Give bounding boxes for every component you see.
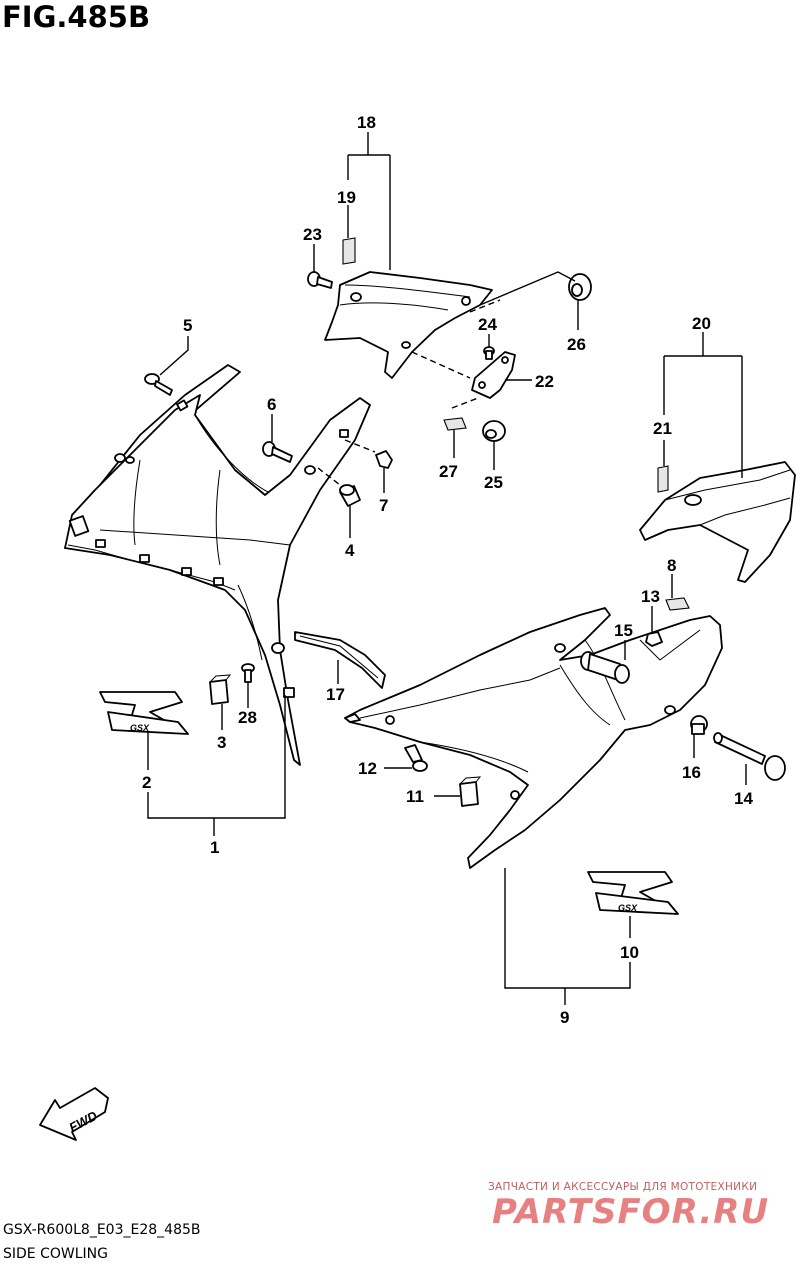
part-number-17[interactable]: 17 <box>326 685 345 704</box>
fwd-direction-arrow: FWD <box>39 1087 109 1141</box>
part-number-24[interactable]: 24 <box>478 315 497 334</box>
screw-6-drawing[interactable] <box>262 441 293 463</box>
screw-24-drawing[interactable] <box>483 346 495 360</box>
emblem-text-right: GSX <box>618 903 638 913</box>
leader-dashed-25 <box>451 397 479 409</box>
nut-13-drawing[interactable] <box>645 631 663 647</box>
leader-lines <box>147 132 747 1005</box>
side-cowling-lower-9-drawing[interactable] <box>344 607 723 869</box>
grommet-25-drawing[interactable] <box>482 420 506 442</box>
figure-name: SIDE COWLING <box>3 1246 108 1262</box>
spacer-15-drawing[interactable] <box>580 651 630 684</box>
part-number-18[interactable]: 18 <box>357 113 376 132</box>
part-number-5[interactable]: 5 <box>183 316 192 335</box>
watermark-brand: PARTSFOR.RU <box>492 1192 770 1232</box>
part-number-3[interactable]: 3 <box>217 733 226 752</box>
cover-20-drawing[interactable] <box>639 461 796 583</box>
part-number-28[interactable]: 28 <box>238 708 257 727</box>
part-number-12[interactable]: 12 <box>358 759 377 778</box>
clip-3-drawing[interactable] <box>209 674 232 705</box>
part-number-10[interactable]: 10 <box>620 943 639 962</box>
part-number-21[interactable]: 21 <box>653 419 672 438</box>
screw-5-drawing[interactable] <box>144 373 173 396</box>
part-number-4[interactable]: 4 <box>345 541 355 560</box>
leader-dashed-7 <box>344 439 376 453</box>
gsxr-emblem-left[interactable]: GSX <box>99 691 189 735</box>
emblem-text-left: GSX <box>130 723 150 733</box>
part-number-20[interactable]: 20 <box>692 314 711 333</box>
screw-12-drawing[interactable] <box>404 744 428 772</box>
figure-code: GSX-R600L8_E03_E28_485B <box>3 1222 201 1238</box>
leader-dashed-26 <box>469 299 501 313</box>
inner-panel-18-drawing[interactable] <box>324 271 493 379</box>
label-19-drawing[interactable] <box>342 237 356 265</box>
part-number-6[interactable]: 6 <box>267 395 276 414</box>
inner-trim-17-drawing[interactable] <box>294 631 386 689</box>
part-number-11[interactable]: 11 <box>406 787 424 806</box>
figure-title: FIG.485B <box>2 0 151 34</box>
clip-11-drawing[interactable] <box>459 776 482 807</box>
leader-dashed-4 <box>317 467 341 486</box>
part-number-27[interactable]: 27 <box>439 462 458 481</box>
watermark-subtitle: ЗАПЧАСТИ И АКСЕССУАРЫ ДЛЯ МОТОТЕХНИКИ <box>488 1181 758 1193</box>
part-number-labels: 1 2 3 4 5 6 7 8 9 10 11 12 13 14 15 16 1… <box>142 113 753 1027</box>
grommet-16-drawing[interactable] <box>690 715 708 735</box>
grommet-4-drawing[interactable] <box>339 484 361 507</box>
screw-28-drawing[interactable] <box>241 663 255 683</box>
label-27-drawing[interactable] <box>443 417 467 431</box>
part-number-16[interactable]: 16 <box>682 763 701 782</box>
part-number-2[interactable]: 2 <box>142 773 151 792</box>
part-number-15[interactable]: 15 <box>614 621 633 640</box>
part-number-23[interactable]: 23 <box>303 225 322 244</box>
part-number-8[interactable]: 8 <box>667 556 676 575</box>
label-21-drawing[interactable] <box>657 465 669 493</box>
part-number-9[interactable]: 9 <box>560 1008 569 1027</box>
gsxr-emblem-right[interactable]: GSX <box>587 871 679 915</box>
grommet-26-drawing[interactable] <box>568 273 592 301</box>
part-number-13[interactable]: 13 <box>641 587 660 606</box>
part-number-26[interactable]: 26 <box>567 335 586 354</box>
part-number-25[interactable]: 25 <box>484 473 503 492</box>
bolt-14-drawing[interactable] <box>713 732 786 781</box>
leader-26-path <box>479 271 576 306</box>
nut-7-drawing[interactable] <box>375 450 393 469</box>
screw-23-drawing[interactable] <box>307 271 333 289</box>
part-number-7[interactable]: 7 <box>379 496 388 515</box>
bracket-22-drawing[interactable] <box>471 351 516 399</box>
part-number-22[interactable]: 22 <box>535 372 554 391</box>
side-cowling-left-drawing[interactable] <box>64 364 371 766</box>
part-number-1[interactable]: 1 <box>210 838 219 857</box>
part-number-14[interactable]: 14 <box>734 789 753 808</box>
part-number-19[interactable]: 19 <box>337 188 356 207</box>
leader-dashed-22 <box>411 351 471 379</box>
label-8-drawing[interactable] <box>665 597 690 611</box>
